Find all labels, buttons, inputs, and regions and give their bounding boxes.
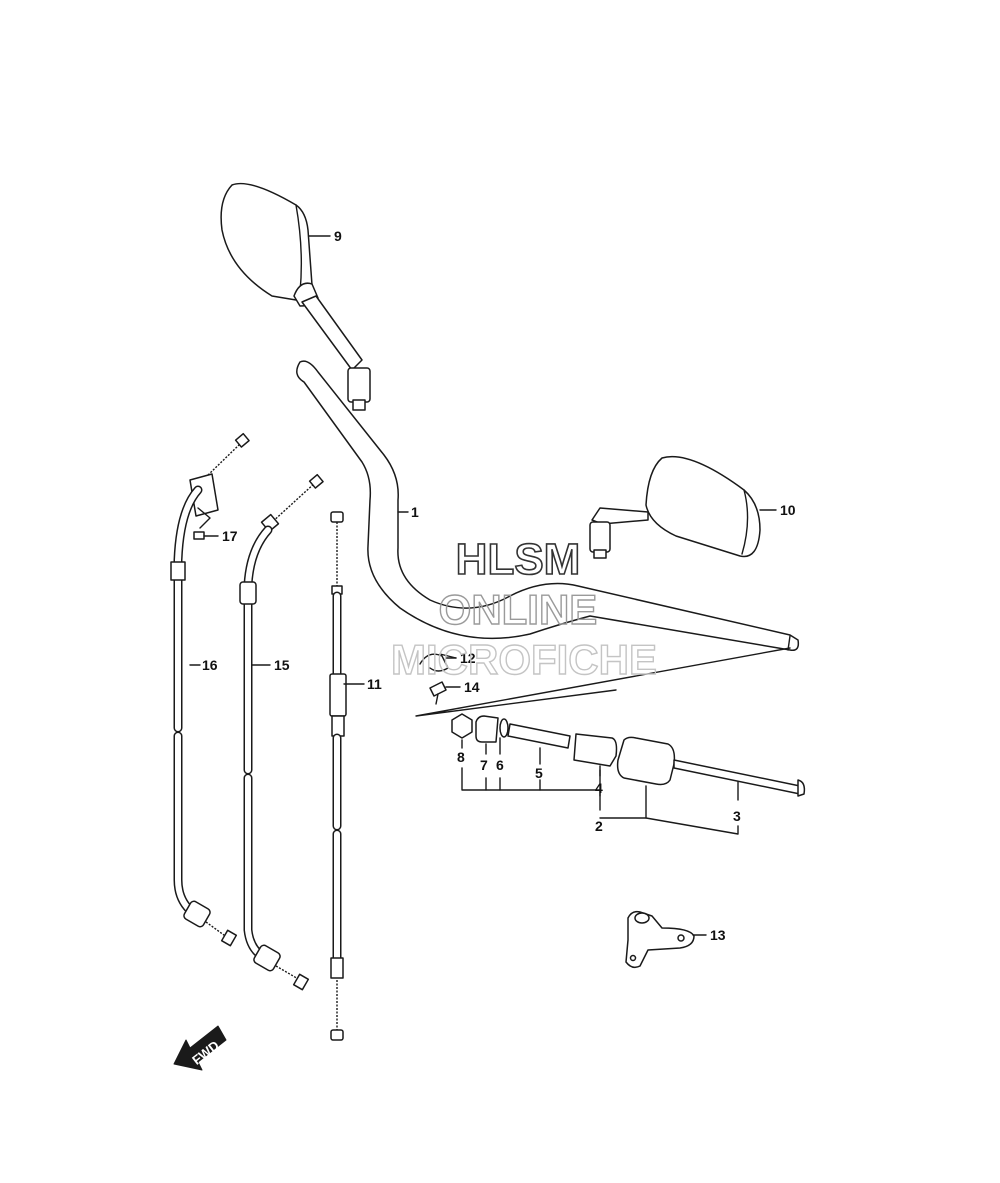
callout-6: 6: [496, 757, 504, 773]
screw-3[interactable]: [673, 759, 806, 797]
washer-6[interactable]: [499, 718, 509, 738]
callout-17: 17: [222, 528, 238, 544]
callout-5: 5: [535, 765, 543, 781]
callout-12: 12: [460, 650, 476, 666]
leader-lines: [189, 235, 777, 936]
callout-1: 1: [411, 504, 419, 520]
mirror-right[interactable]: [589, 455, 761, 559]
callout-2: 2: [595, 818, 603, 834]
callout-14: 14: [464, 679, 480, 695]
balancer-weight[interactable]: [616, 736, 676, 786]
mirror-left[interactable]: [220, 182, 371, 411]
watermark-line-1: HLSM: [456, 535, 581, 584]
cable-11[interactable]: [329, 511, 347, 1041]
watermark-line-3: MICROFICHE: [391, 636, 657, 683]
nut-8[interactable]: [451, 713, 473, 739]
cable-16[interactable]: [170, 432, 250, 947]
callout-7: 7: [480, 757, 488, 773]
callouts: 1 2 3 4 5 6 7 8 9 10 11 12 13 14 15 16 1…: [202, 228, 796, 943]
callout-10: 10: [780, 502, 796, 518]
callout-8: 8: [457, 749, 465, 765]
watermark-line-2: ONLINE: [439, 586, 598, 633]
explosion-guide-line: [415, 647, 791, 717]
watermark: HLSM ONLINE MICROFICHE: [390, 534, 657, 684]
bolt-14[interactable]: [429, 681, 447, 705]
cable-15[interactable]: [239, 473, 324, 991]
sleeve-5[interactable]: [507, 723, 571, 749]
bracket-13[interactable]: [625, 910, 695, 969]
callout-16: 16: [202, 657, 218, 673]
callout-9: 9: [334, 228, 342, 244]
callout-4: 4: [595, 780, 603, 796]
callout-13: 13: [710, 927, 726, 943]
collar-7[interactable]: [475, 715, 499, 743]
callout-15: 15: [274, 657, 290, 673]
fwd-arrow-badge: FWD: [173, 1025, 227, 1071]
callout-3: 3: [733, 808, 741, 824]
spacer-4[interactable]: [573, 733, 618, 767]
callout-11: 11: [367, 676, 382, 692]
